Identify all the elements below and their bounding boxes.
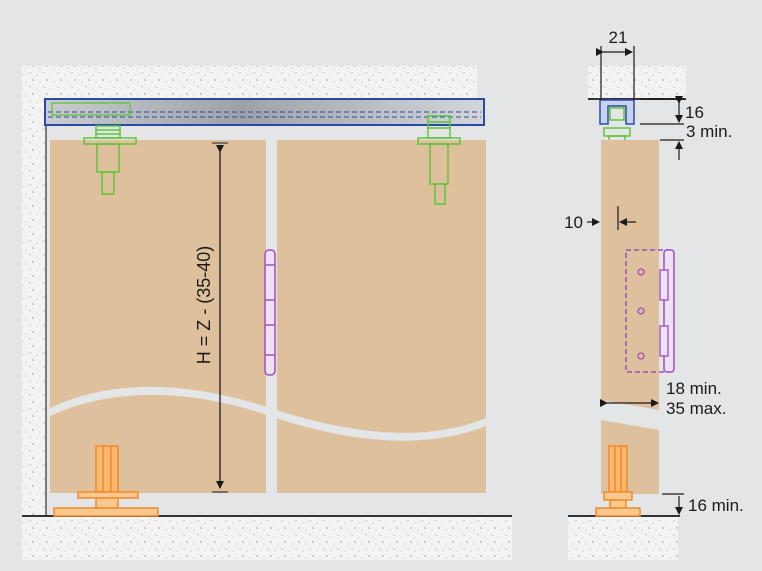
floor-concrete bbox=[22, 516, 512, 560]
inset-label: 10 bbox=[564, 213, 583, 232]
rail-height-dimension bbox=[640, 96, 684, 160]
section-ceiling bbox=[588, 66, 686, 98]
door-gap-max-label: 35 max. bbox=[666, 399, 726, 418]
inset-dimension bbox=[587, 206, 636, 230]
section-floor bbox=[568, 516, 678, 560]
door-panel-right bbox=[277, 140, 486, 493]
hinge-icon bbox=[264, 249, 276, 376]
front-view: H = Z - (35-40) bbox=[22, 66, 512, 560]
height-formula-label: H = Z - (35-40) bbox=[194, 246, 214, 365]
floor-gap-dimension bbox=[662, 493, 684, 515]
rail-width-dimension bbox=[596, 46, 635, 100]
door-gap-min-label: 18 min. bbox=[666, 379, 722, 398]
left-wall bbox=[22, 66, 46, 516]
door-edge-upper bbox=[601, 140, 659, 400]
floor-gap-label: 16 min. bbox=[688, 496, 744, 515]
door-panel-left bbox=[50, 140, 266, 493]
top-gap-label: 3 min. bbox=[686, 122, 732, 141]
rail-profile bbox=[599, 99, 635, 125]
hanger-bolt-icon bbox=[417, 115, 461, 205]
rail-height-label: 16 bbox=[685, 103, 704, 122]
ceiling-concrete bbox=[22, 66, 477, 100]
rail-end-stop bbox=[51, 102, 131, 116]
hanger-bolt-icon bbox=[83, 125, 137, 195]
break-line bbox=[50, 386, 486, 441]
hinge-icon bbox=[625, 249, 675, 373]
floor-guide-icon bbox=[53, 445, 159, 517]
rail-width-label: 21 bbox=[609, 28, 628, 47]
floor-guide-icon bbox=[595, 445, 641, 517]
section-view: 21 16 3 min. 10 18 min. 35 max. 16 min. bbox=[564, 28, 744, 560]
